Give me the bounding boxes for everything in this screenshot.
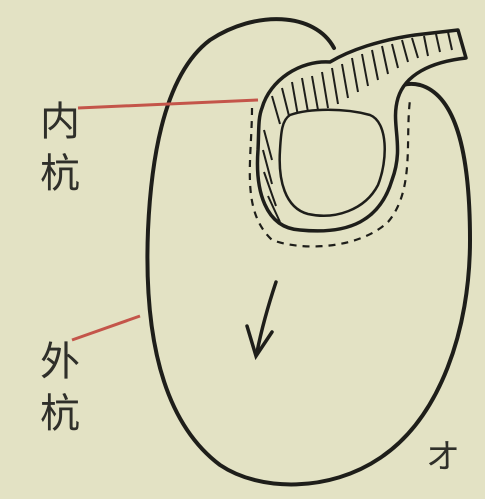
arrow: [247, 282, 276, 356]
label-inner: 内杭: [36, 100, 76, 204]
leader-line-outer: [72, 316, 140, 340]
label-outer: 外杭: [36, 340, 76, 444]
corner-mark: オ: [426, 440, 460, 474]
